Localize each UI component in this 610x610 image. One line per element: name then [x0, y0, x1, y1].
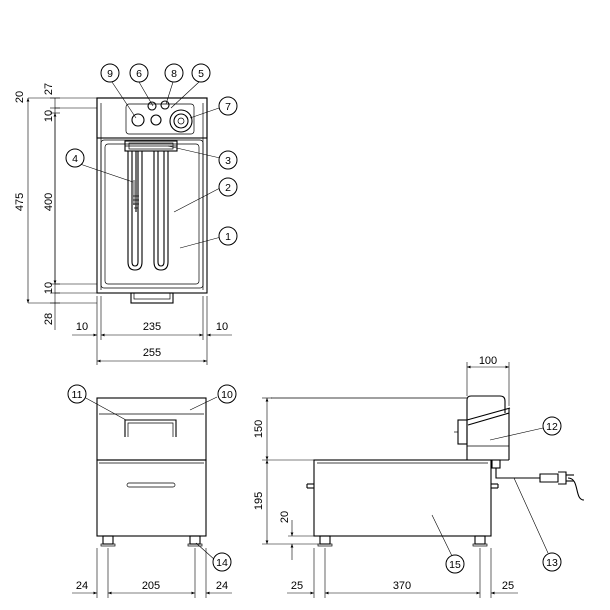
part-7-label: 7: [218, 96, 238, 116]
dim-400: 400: [43, 193, 55, 211]
top-view-bottom-dimensions: 10 235 10 255: [72, 296, 232, 365]
side-head-top: [466, 395, 506, 460]
heater-element-right: [153, 151, 169, 271]
svg-text:1: 1: [225, 231, 231, 243]
dim-150: 150: [253, 420, 265, 438]
front-view-dimensions: 24 205 24: [72, 548, 232, 598]
top-view: [96, 97, 208, 304]
part-12-label: 12: [542, 416, 562, 436]
heater-element-left: [127, 151, 143, 271]
plug-body: [539, 473, 559, 483]
drawer-handle: [130, 292, 174, 304]
lamp-6: [147, 101, 157, 111]
dim-10-left: 10: [76, 321, 88, 333]
dim-235: 235: [143, 321, 161, 333]
control-panel: [96, 97, 208, 139]
svg-text:15: 15: [449, 559, 461, 571]
part-2-label: 2: [218, 177, 238, 197]
dim-10-upper: 10: [43, 110, 55, 122]
dim-28: 28: [43, 313, 55, 325]
dim-475: 475: [14, 193, 26, 211]
dim-10-right: 10: [216, 321, 228, 333]
dim-20-foot: 20: [279, 511, 291, 523]
dim-20: 20: [14, 91, 26, 103]
part-5-label: 5: [191, 63, 211, 83]
foot-left: [102, 535, 114, 545]
knob-9: [131, 113, 145, 127]
svg-text:6: 6: [136, 68, 142, 80]
lamp-8: [160, 100, 170, 110]
dim-255: 255: [143, 347, 161, 359]
side-view-left-dimensions: 150 195 20: [253, 397, 320, 560]
power-cord: [495, 468, 540, 479]
side-cabinet: [313, 459, 492, 537]
basket-handle: [124, 419, 177, 437]
dim-24-left: 24: [76, 580, 88, 592]
dim-24-right: 24: [216, 580, 228, 592]
side-control-knob: [457, 419, 468, 445]
side-foot-right: [474, 535, 486, 545]
dim-25-left: 25: [291, 580, 303, 592]
part-1-label: 1: [218, 226, 238, 246]
front-upper-body: [96, 397, 207, 461]
svg-text:4: 4: [72, 153, 78, 165]
dim-25-right: 25: [502, 580, 514, 592]
part-3-label: 3: [218, 150, 238, 170]
dim-370: 370: [393, 580, 411, 592]
top-view-left-dimensions: 20 27 10 475 400 10 28: [14, 83, 97, 330]
svg-text:7: 7: [225, 101, 231, 113]
knob-6: [150, 114, 162, 126]
side-view-top-dimension: 100: [466, 355, 510, 406]
part-15-label: 15: [445, 554, 465, 574]
svg-text:9: 9: [107, 68, 113, 80]
side-foot-left: [319, 535, 331, 545]
part-13-label: 13: [542, 552, 562, 572]
front-view-callouts: 11 10 14: [67, 384, 237, 572]
dim-205: 205: [142, 580, 160, 592]
svg-text:11: 11: [72, 389, 83, 401]
dim-100: 100: [479, 355, 497, 367]
svg-text:8: 8: [171, 68, 177, 80]
svg-text:5: 5: [198, 68, 204, 80]
front-view: [96, 397, 207, 547]
svg-text:12: 12: [546, 421, 558, 433]
part-8-label: 8: [164, 63, 184, 83]
part-6-label: 6: [129, 63, 149, 83]
side-view-callouts: 12 13 15: [431, 416, 562, 574]
svg-text:13: 13: [546, 557, 558, 569]
svg-text:14: 14: [216, 557, 228, 569]
front-cabinet: [96, 459, 207, 537]
part-4-label: 4: [65, 148, 85, 168]
svg-text:3: 3: [225, 155, 231, 167]
part-9-label: 9: [100, 63, 120, 83]
dim-10-lower: 10: [43, 282, 55, 294]
side-view-bottom-dimensions: 25 370 25: [287, 548, 518, 598]
thermostat-knob: [169, 109, 193, 133]
dim-195: 195: [253, 492, 265, 510]
top-view-callouts: 9 6 8 5 7 3 4 2 1: [65, 63, 238, 249]
dim-27: 27: [43, 83, 55, 95]
part-14-label: 14: [212, 552, 232, 572]
part-11-label: 11: [67, 384, 87, 404]
svg-text:10: 10: [221, 389, 233, 401]
part-10-label: 10: [217, 384, 237, 404]
side-view: [271, 395, 585, 547]
oil-tank: [100, 139, 204, 289]
svg-text:2: 2: [225, 182, 231, 194]
foot-right: [189, 535, 201, 545]
front-drawer-handle: [126, 482, 176, 488]
